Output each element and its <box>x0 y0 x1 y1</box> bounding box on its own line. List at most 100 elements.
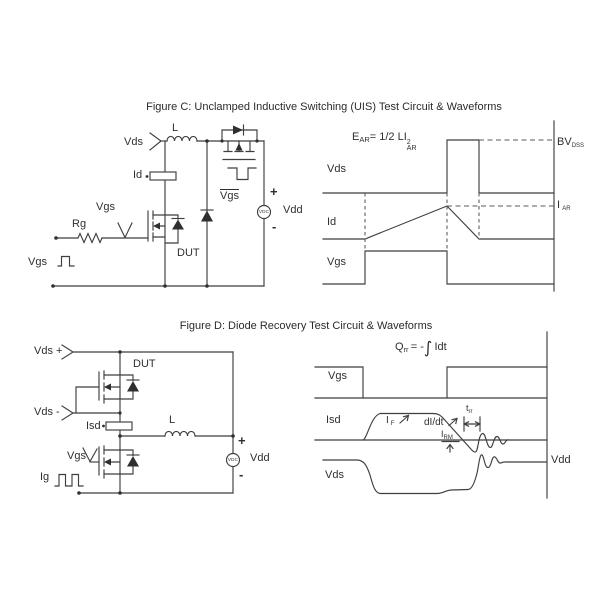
vdc-source-circle <box>256 204 272 220</box>
if-base: I <box>386 415 389 426</box>
vdc-source-label-d: VDC <box>227 457 239 462</box>
formula-sup: 2 <box>406 139 411 146</box>
bvdss-label: BVDSS <box>557 136 585 150</box>
figure-d-circuit <box>54 344 241 495</box>
supply-plus-sign-d: + <box>238 433 246 448</box>
vds-probe-icon <box>149 132 162 151</box>
vdd-label-d: Vdd <box>250 452 270 464</box>
if-label: I F <box>386 415 395 428</box>
clamp-mosfet <box>221 124 258 161</box>
vdc-source-label: VDC <box>258 209 270 214</box>
if-arrow <box>399 414 410 424</box>
clamp-gate-label: Vgs <box>220 190 239 202</box>
wire-node-dot <box>231 434 235 438</box>
id-trace <box>322 205 555 240</box>
vgs-probe-label-d: Vgs <box>67 450 86 462</box>
formula-rest: Idt <box>434 341 447 353</box>
inductor-l-coil <box>166 135 198 142</box>
formula-sub: AR <box>406 145 417 153</box>
vds-probe-label: Vds <box>124 136 143 148</box>
trr-label: trr <box>466 403 473 416</box>
rail-node-dot <box>51 284 55 288</box>
trr-sub: rr <box>468 409 473 415</box>
vdc-source-circle-d <box>225 452 241 468</box>
figure-c-title: Figure C: Unclamped Inductive Switching … <box>146 101 502 113</box>
vgs-trace <box>322 250 555 285</box>
figure-c-circuit <box>51 124 272 288</box>
clamp-diode <box>233 125 243 135</box>
gate-pulse-icon <box>57 255 75 267</box>
rail-node-dot <box>118 491 122 495</box>
irm-annotation <box>441 440 460 453</box>
isd-sense-label: Isd <box>86 420 101 432</box>
if-sub: F <box>390 421 395 427</box>
dut-mosfet-d <box>75 370 121 414</box>
dut-body-diode-d <box>119 374 140 400</box>
switch-body-diode <box>119 449 140 475</box>
gate-input-node <box>54 236 58 240</box>
timing-marker-lines <box>364 193 480 251</box>
ig-drive-label: Ig <box>40 471 50 483</box>
vds-trace <box>322 139 555 194</box>
bvdss-base: BV <box>557 136 572 148</box>
isd-node-dot <box>102 424 105 428</box>
wire-node-dot <box>118 411 122 415</box>
clamp-pulse-icon <box>227 167 257 181</box>
vgs-probe-label: Vgs <box>96 201 115 213</box>
figure-c-waveforms <box>322 120 555 292</box>
vds-minus-probe-label: Vds - <box>34 406 60 418</box>
formula-q: Q <box>395 341 404 353</box>
figure-d-title: Figure D: Diode Recovery Test Circuit & … <box>179 320 433 332</box>
wire-node-dot <box>255 139 259 143</box>
rg-label: Rg <box>72 218 87 230</box>
vdd-label: Vdd <box>283 204 303 216</box>
trr-base: t <box>466 403 469 413</box>
formula-mid: = 1/2 LI <box>369 131 407 143</box>
id-sense-box <box>149 171 177 181</box>
figure-d-waveforms <box>314 331 548 499</box>
irm-sub: RM <box>443 435 453 441</box>
trr-annotation <box>463 416 481 432</box>
irm-base: I <box>441 429 444 439</box>
integral-sign: ∫ <box>423 338 433 357</box>
wire-node-dot <box>220 139 224 143</box>
rail-node-dot <box>205 284 209 288</box>
vds-minus-probe-icon <box>61 405 75 421</box>
mosfet-arrow <box>153 222 160 230</box>
rail-node-dot <box>77 491 81 495</box>
dut-label-d: DUT <box>133 358 156 370</box>
inductor-l-coil-d <box>164 430 196 437</box>
vds-trace-label: Vds <box>327 163 346 175</box>
formula-eq: = - <box>410 341 424 353</box>
id-sense-label: Id <box>133 169 143 181</box>
vdc-source <box>256 140 272 287</box>
bvdss-sub: DSS <box>571 143 585 149</box>
vds-plus-probe-icon <box>61 344 75 360</box>
supply-plus-sign: + <box>270 184 278 199</box>
iar-base: I <box>557 199 561 211</box>
vgs-trace-d <box>314 366 548 399</box>
inductor-label: L <box>172 122 179 134</box>
id-node-dot <box>145 175 149 178</box>
wire-node-dot <box>118 350 122 354</box>
vgs-trace-label-d: Vgs <box>328 370 347 382</box>
gate-tie-wire <box>75 386 100 414</box>
vgs-trace-label: Vgs <box>327 256 346 268</box>
id-trace-label: Id <box>327 216 337 228</box>
isd-trace-label: Isd <box>326 414 341 426</box>
vgs-probe-icon <box>117 222 133 239</box>
dut-label: DUT <box>177 247 200 259</box>
vds-plus-probe-label: Vds + <box>34 345 63 357</box>
didt-arrow <box>448 417 458 427</box>
vds-trace-d <box>322 454 548 495</box>
formula-q-sub: rr <box>403 345 409 354</box>
dut-mosfet <box>147 210 166 242</box>
iar-sub: AR <box>562 206 571 212</box>
vgs-probe-icon-d <box>82 447 98 463</box>
ig-pulse-icon <box>54 473 84 487</box>
formula-e-sub: AR <box>359 135 370 144</box>
vds-trace-label-d: Vds <box>325 469 344 481</box>
iar-label: I AR <box>557 199 571 213</box>
